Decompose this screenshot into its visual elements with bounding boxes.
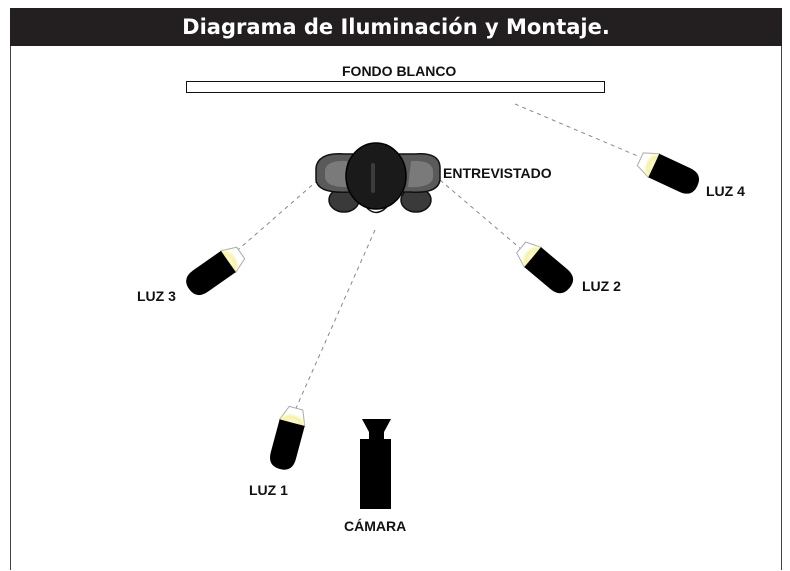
luz-3-fixture [186, 246, 246, 296]
luz-2-label: LUZ 2 [582, 278, 621, 294]
backdrop-label: FONDO BLANCO [342, 63, 457, 79]
luz-3-label: LUZ 3 [137, 288, 176, 304]
camera-icon [360, 419, 391, 509]
luz-4-label: LUZ 4 [706, 183, 745, 199]
subject-label: ENTREVISTADO [443, 165, 552, 181]
white-backdrop [186, 81, 605, 93]
luz-4-fixture [636, 151, 699, 194]
subject-figure [315, 142, 441, 214]
luz-1-fixture [270, 405, 307, 470]
luz-1-label: LUZ 1 [249, 482, 288, 498]
beam-line-luz-4 [514, 103, 641, 158]
diagram-title-bar: Diagrama de Iluminación y Montaje. [10, 8, 782, 46]
diagram-title: Diagrama de Iluminación y Montaje. [182, 15, 610, 39]
beam-line-luz-2 [439, 179, 529, 256]
diagram-frame [10, 8, 782, 570]
subject-head [345, 142, 407, 210]
beam-line-luz-1 [292, 229, 376, 416]
beam-line-luz-3 [231, 179, 319, 256]
beam-lines [231, 103, 641, 416]
luz-2-fixture [516, 241, 574, 294]
camera-label: CÁMARA [344, 518, 407, 534]
